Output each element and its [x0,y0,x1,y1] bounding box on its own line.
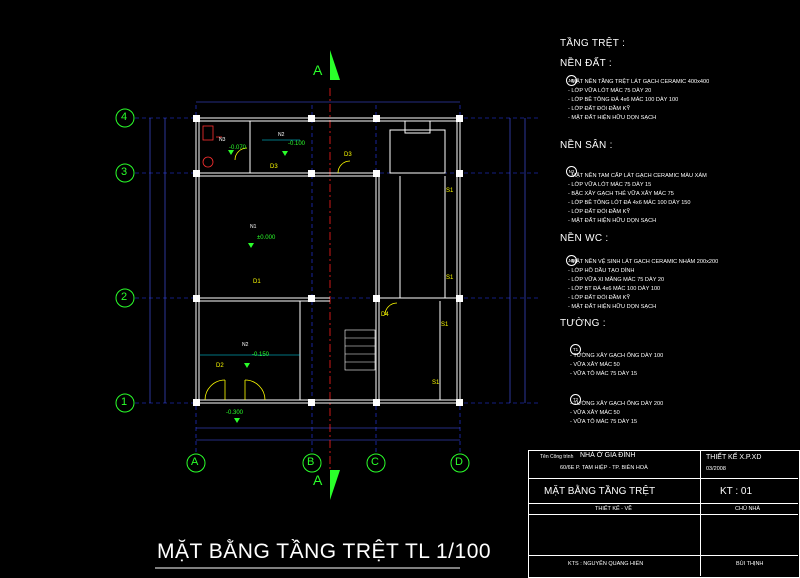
note-line: - LỚP VỮA LÓT MÁC 75 DÀY 15 [568,182,652,188]
owner-name: BÙI THỊNH [736,561,764,567]
level-value: -0.100 [288,141,306,147]
designer-label: THIẾT KẾ - VẼ [595,506,632,512]
room-tag: S1 [446,188,454,194]
level-markers [228,150,288,423]
note-line: - TƯỜNG XÂY GẠCH ỐNG DÀY 100 [570,353,664,359]
project-name: NHÀ Ở GIA ĐÌNH [580,452,636,459]
architect-name: KTS : NGUYỄN QUANG HIỂN [568,561,644,567]
note-line: - MẶT NỀN TẦNG TRỆT LÁT GẠCH CERAMIC 400… [568,79,710,85]
note-line: - LỚP HỒ DẦU TẠO DÍNH [568,268,635,274]
room-tag: D4 [381,312,389,318]
grid-label-row-2: 2 [121,291,128,303]
note-line: - MẶT ĐẤT HIỆN HỮU DỌN SẠCH [568,304,657,310]
sanitary-fixtures [202,125,222,168]
floor-tag: N2 [566,166,577,177]
level-value: -0.300 [226,410,244,416]
note-line: - LỚP VỮA LÓT MÁC 75 DÀY 20 [568,88,652,94]
dimension-chains [149,101,526,441]
sheet-number: KT : 01 [720,486,753,497]
wall-tag: T1 [570,344,581,355]
grid-label-row-1: 1 [121,396,128,408]
note-line: - LỚP VỮA XI MĂNG MÁC 75 DÀY 20 [568,277,665,283]
level-value: -0.150 [252,352,270,358]
note-line: - LỚP BÊ TÔNG LÓT ĐÁ 4x6 MÁC 100 DÀY 150 [568,200,691,206]
note-line: - MẶT ĐẤT HIỆN HỮU DỌN SẠCH [568,218,657,224]
level-tag: N1 [250,224,257,230]
section-label-bottom: A [313,472,323,488]
grid-bubbles [115,108,470,473]
floor-tag: N3 [566,255,577,266]
note-line: - MẶT NỀN VỆ SINH LÁT GẠCH CERAMIC NHÁM … [568,259,719,265]
note-line: - BẬC XÂY GẠCH THẺ VỮA XÂY MÁC 75 [568,191,674,197]
grid-label-col-a: A [191,456,199,468]
note-line: - LỚP ĐẤT ĐỔI ĐẦM KỸ [568,106,631,112]
grid-label-row-3: 3 [121,166,128,178]
note-line: - VỮA XÂY MÁC 50 [570,410,620,416]
room-tag: D1 [253,279,261,285]
level-tag: N2 [278,132,285,138]
doors [204,147,398,401]
room-tag: S1 [432,380,440,386]
project-address: 60/6E P. TAM HIỆP - TP. BIÊN HOÀ [560,465,648,471]
section-title: NỀN SÂN : [560,140,613,151]
note-line: - MẶT NỀN TAM CẤP LÁT GẠCH CERAMIC MÀU X… [568,173,707,179]
section-title: NỀN WC : [560,233,609,244]
grid-label-row-4: 4 [121,111,128,123]
note-line: - LỚP BÊ TÔNG ĐÁ 4x6 MÁC 100 DÀY 100 [568,97,679,103]
notes-heading: TẦNG TRỆT : [560,38,626,49]
section-label-top: A [313,62,323,78]
level-tag: N2 [242,342,249,348]
walls-title: TƯỜNG : [560,318,606,329]
note-line: - LỚP BT ĐÁ 4x6 MÁC 100 DÀY 100 [568,286,661,292]
room-tag: S1 [446,275,454,281]
project-label: Tên Công trình [540,454,574,460]
room-tag: D3 [270,164,278,170]
grid-label-col-d: D [455,456,463,468]
note-line: - MẶT ĐẤT HIỆN HỮU DỌN SẠCH [568,115,657,121]
section-title: NỀN ĐẤT : [560,58,612,69]
grid-label-col-b: B [307,456,315,468]
sheet-title: MẶT BẰNG TẦNG TRỆT [544,486,656,497]
note-line: - VỮA XÂY MÁC 50 [570,362,620,368]
level-tag: N3 [219,137,226,143]
floor-hatch [200,139,300,356]
level-value: -0.070 [229,145,247,151]
drawing-title: MẶT BẰNG TẦNG TRỆT TL 1/100 [157,540,492,563]
owner-label: CHỦ NHÀ [735,506,761,512]
wall-tag: T2 [570,394,581,405]
section-arrows [330,50,340,500]
level-value: ±0.000 [257,235,276,241]
walls [195,117,461,404]
note-line: - LỚP ĐẤT ĐỔI ĐẦM KỸ [568,209,631,215]
floor-tag: N1 [566,75,577,86]
room-tag: S1 [441,322,449,328]
note-line: - LỚP ĐẤT ĐỔI ĐẦM KỸ [568,295,631,301]
stairs [344,329,376,371]
grid-label-col-c: C [371,456,379,468]
room-tag: D2 [216,363,224,369]
columns [193,115,463,406]
note-line: - VỮA TÔ MÁC 75 DÀY 15 [570,419,638,425]
date: 03/2008 [706,466,726,472]
room-tag: D3 [344,152,352,158]
note-line: - VỮA TÔ MÁC 75 DÀY 15 [570,371,638,377]
note-line: - TƯỜNG XÂY GẠCH ỐNG DÀY 200 [570,401,664,407]
design-label: THIẾT KẾ X.P.XD [706,454,762,461]
